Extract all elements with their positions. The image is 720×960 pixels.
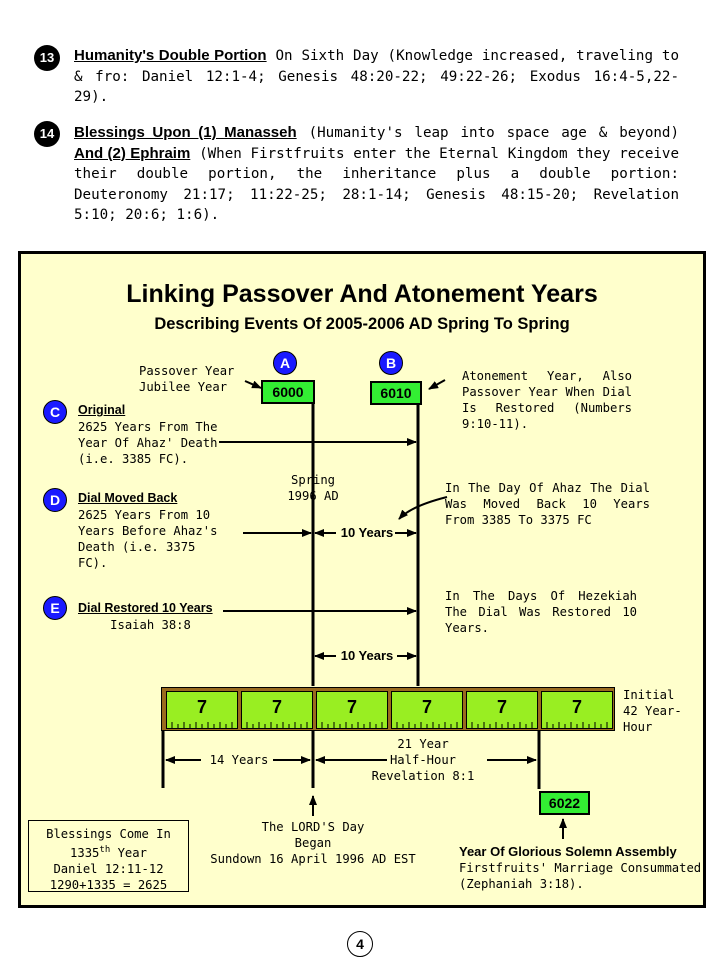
bar-ticks bbox=[171, 722, 608, 728]
diagram-panel: Linking Passover And Atonement Years Des… bbox=[18, 251, 706, 908]
passover-arrow bbox=[244, 380, 262, 389]
blessings-line-4: 1290+1335 = 2625 bbox=[49, 878, 168, 893]
ahaz-arrow bbox=[398, 496, 448, 520]
item-14-heading: Blessings Upon (1) Manasseh bbox=[74, 124, 297, 141]
page-number: 4 bbox=[347, 931, 373, 957]
item-14-heading2: And (2) Ephraim bbox=[74, 144, 191, 162]
segment-5: 7 bbox=[466, 691, 538, 729]
marker-d: D bbox=[43, 488, 67, 512]
segment-3: 7 bbox=[316, 691, 388, 729]
c-label: Original bbox=[78, 403, 126, 417]
blessings-box: Blessings Come In 1335th Year Daniel 12:… bbox=[28, 820, 189, 892]
atonement-arrow bbox=[428, 379, 446, 390]
hezekiah-text: In The Days Of Hezekiah The Dial Was Res… bbox=[445, 589, 637, 635]
marker-b: B bbox=[379, 351, 403, 375]
year-box-6000: 6000 bbox=[261, 380, 315, 404]
lords-day-text: The LORD'S Day Began Sundown 16 April 19… bbox=[210, 820, 416, 866]
half-hour-label: 21 Year Half-Hour Revelation 8:1 bbox=[371, 737, 475, 783]
spring-label: Spring 1996 AD bbox=[287, 473, 339, 503]
segment-6: 7 bbox=[541, 691, 613, 729]
timeline-lines bbox=[161, 379, 567, 839]
year-box-6022: 6022 bbox=[539, 791, 590, 815]
ten-years-label-2: 10 Years bbox=[340, 648, 394, 663]
marker-c: C bbox=[43, 400, 67, 424]
item-14: Blessings Upon (1) Manasseh (Humanity's … bbox=[74, 123, 679, 226]
segment-1: 7 bbox=[166, 691, 238, 729]
item-13-number: 13 bbox=[34, 45, 60, 71]
assembly-title: Year Of Glorious Solemn Assembly bbox=[459, 844, 677, 859]
e-label: Dial Restored 10 Years bbox=[78, 601, 213, 615]
atonement-text: Atonement Year, Also Passover Year When … bbox=[462, 369, 632, 431]
item-14-number: 14 bbox=[34, 121, 60, 147]
d-text: 2625 Years From 10 Years Before Ahaz's D… bbox=[78, 508, 218, 570]
item-14-text: (Humanity's leap into space age & beyond… bbox=[296, 125, 679, 141]
blessings-line-3: Daniel 12:11-12 bbox=[53, 862, 164, 877]
diagram-title: Linking Passover And Atonement Years bbox=[126, 280, 598, 308]
initial-label: Initial 42 Year- Hour bbox=[623, 688, 682, 734]
ten-years-label-1: 10 Years bbox=[340, 525, 394, 540]
ahaz-text: In The Day Of Ahaz The Dial Was Moved Ba… bbox=[445, 481, 650, 527]
d-label: Dial Moved Back bbox=[78, 491, 178, 505]
blessings-line-1: Blessings Come In bbox=[46, 827, 171, 841]
segment-2: 7 bbox=[241, 691, 313, 729]
diagram-subtitle: Describing Events Of 2005-2006 AD Spring… bbox=[154, 315, 570, 333]
item-13-heading: Humanity's Double Portion bbox=[74, 47, 267, 64]
year-box-6010: 6010 bbox=[370, 381, 422, 405]
passover-label: Passover Year Jubilee Year bbox=[139, 364, 235, 394]
item-14-text2: (When Firstfruits enter the Eternal King… bbox=[74, 145, 679, 224]
item-13: Humanity's Double Portion On Sixth Day (… bbox=[74, 46, 679, 108]
e-text: Isaiah 38:8 bbox=[110, 618, 191, 632]
assembly-text: Firstfruits' Marriage Consummated (Zepha… bbox=[459, 861, 702, 891]
segment-4: 7 bbox=[391, 691, 463, 729]
marker-e: E bbox=[43, 596, 67, 620]
c-text: 2625 Years From The Year Of Ahaz' Death … bbox=[78, 420, 218, 466]
fourteen-years-label: 14 Years bbox=[209, 753, 269, 767]
marker-a: A bbox=[273, 351, 297, 375]
year-hour-bar: 7 7 7 7 7 7 bbox=[161, 687, 615, 731]
blessings-line-2: 1335th Year bbox=[70, 845, 147, 861]
item-13-text: On Sixth Day (Knowledge increased, trave… bbox=[74, 48, 679, 105]
